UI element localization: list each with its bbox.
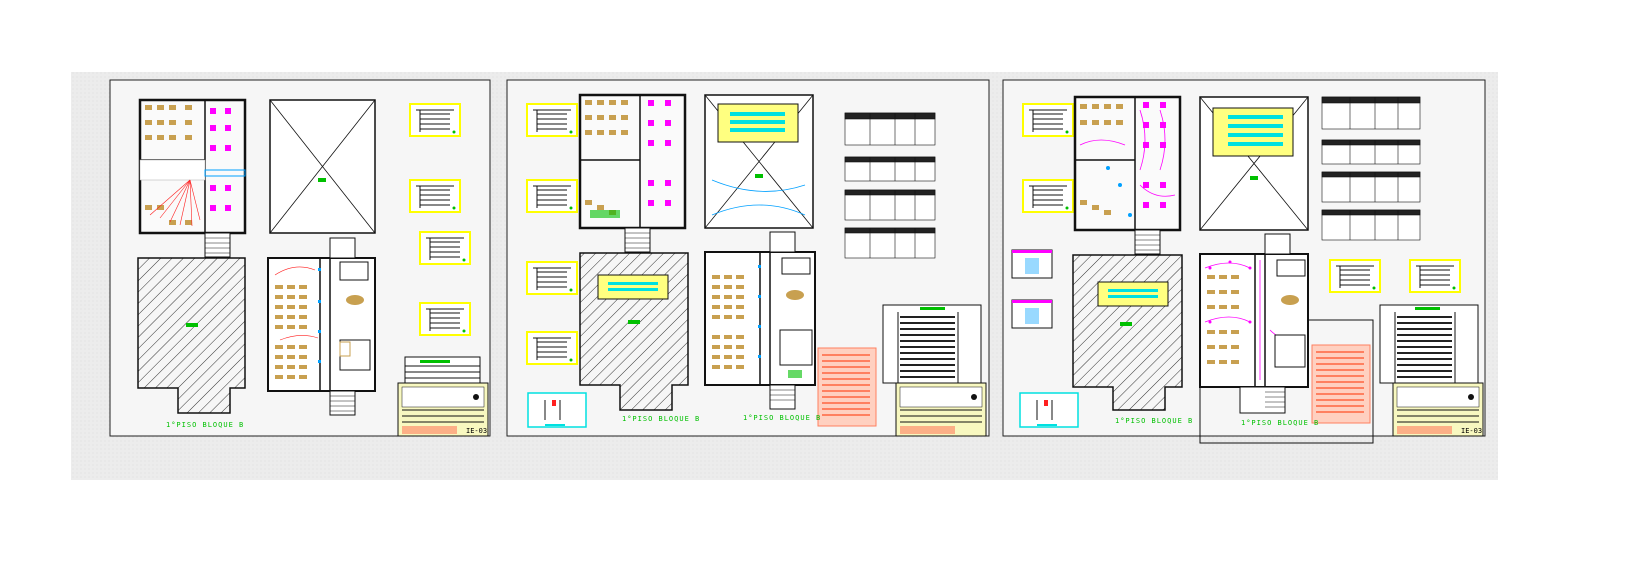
sheet-2-roof-plan	[704, 94, 814, 229]
sheet-1	[109, 79, 491, 437]
sheet-3-caption-2: 1°PISO BLOQUE B	[1241, 419, 1320, 427]
sheet-2-hatched-block	[579, 252, 689, 411]
sheet-1-hatched-block	[137, 257, 246, 414]
sheet-2-caption: 1°PISO BLOQUE B	[622, 415, 701, 423]
sheet-1-caption: 1°PISO BLOQUE B	[166, 421, 245, 429]
sheet-1-title-block	[397, 382, 489, 437]
sheet-2-schedule-tables	[844, 112, 936, 259]
sheet-2-plan-upper	[578, 93, 687, 253]
sheet-3	[1002, 79, 1486, 444]
sheet-2-detail-box	[527, 392, 587, 428]
sheet-1-plan-lower	[267, 237, 376, 416]
sheet-3-roof-plan	[1199, 96, 1309, 231]
sheet-3-caption: 1°PISO BLOQUE B	[1115, 417, 1194, 425]
sheet-1-number: IE-03	[466, 427, 488, 435]
sheet-1-roof-plan	[269, 99, 376, 234]
sheet-2	[506, 79, 990, 437]
sheet-3-number: IE-03	[1461, 427, 1483, 435]
sheet-3-legend-table	[1379, 304, 1479, 384]
sheet-2-plan-lower	[704, 231, 816, 410]
sheet-3-plan-upper	[1073, 95, 1182, 255]
sheet-3-hatched-block	[1072, 254, 1183, 411]
sheet-3-plan-lower	[1199, 233, 1309, 414]
sheet-2-caption-2: 1°PISO BLOQUE B	[743, 414, 822, 422]
sheet-3-title-block	[1392, 382, 1484, 437]
sheet-3-schedule-tables	[1321, 96, 1421, 241]
sheet-2-legend-table	[882, 304, 982, 384]
sheet-2-title-block	[895, 382, 987, 437]
sheet-1-plan-upper	[138, 98, 247, 258]
sheet-3-detail-box	[1019, 392, 1079, 428]
